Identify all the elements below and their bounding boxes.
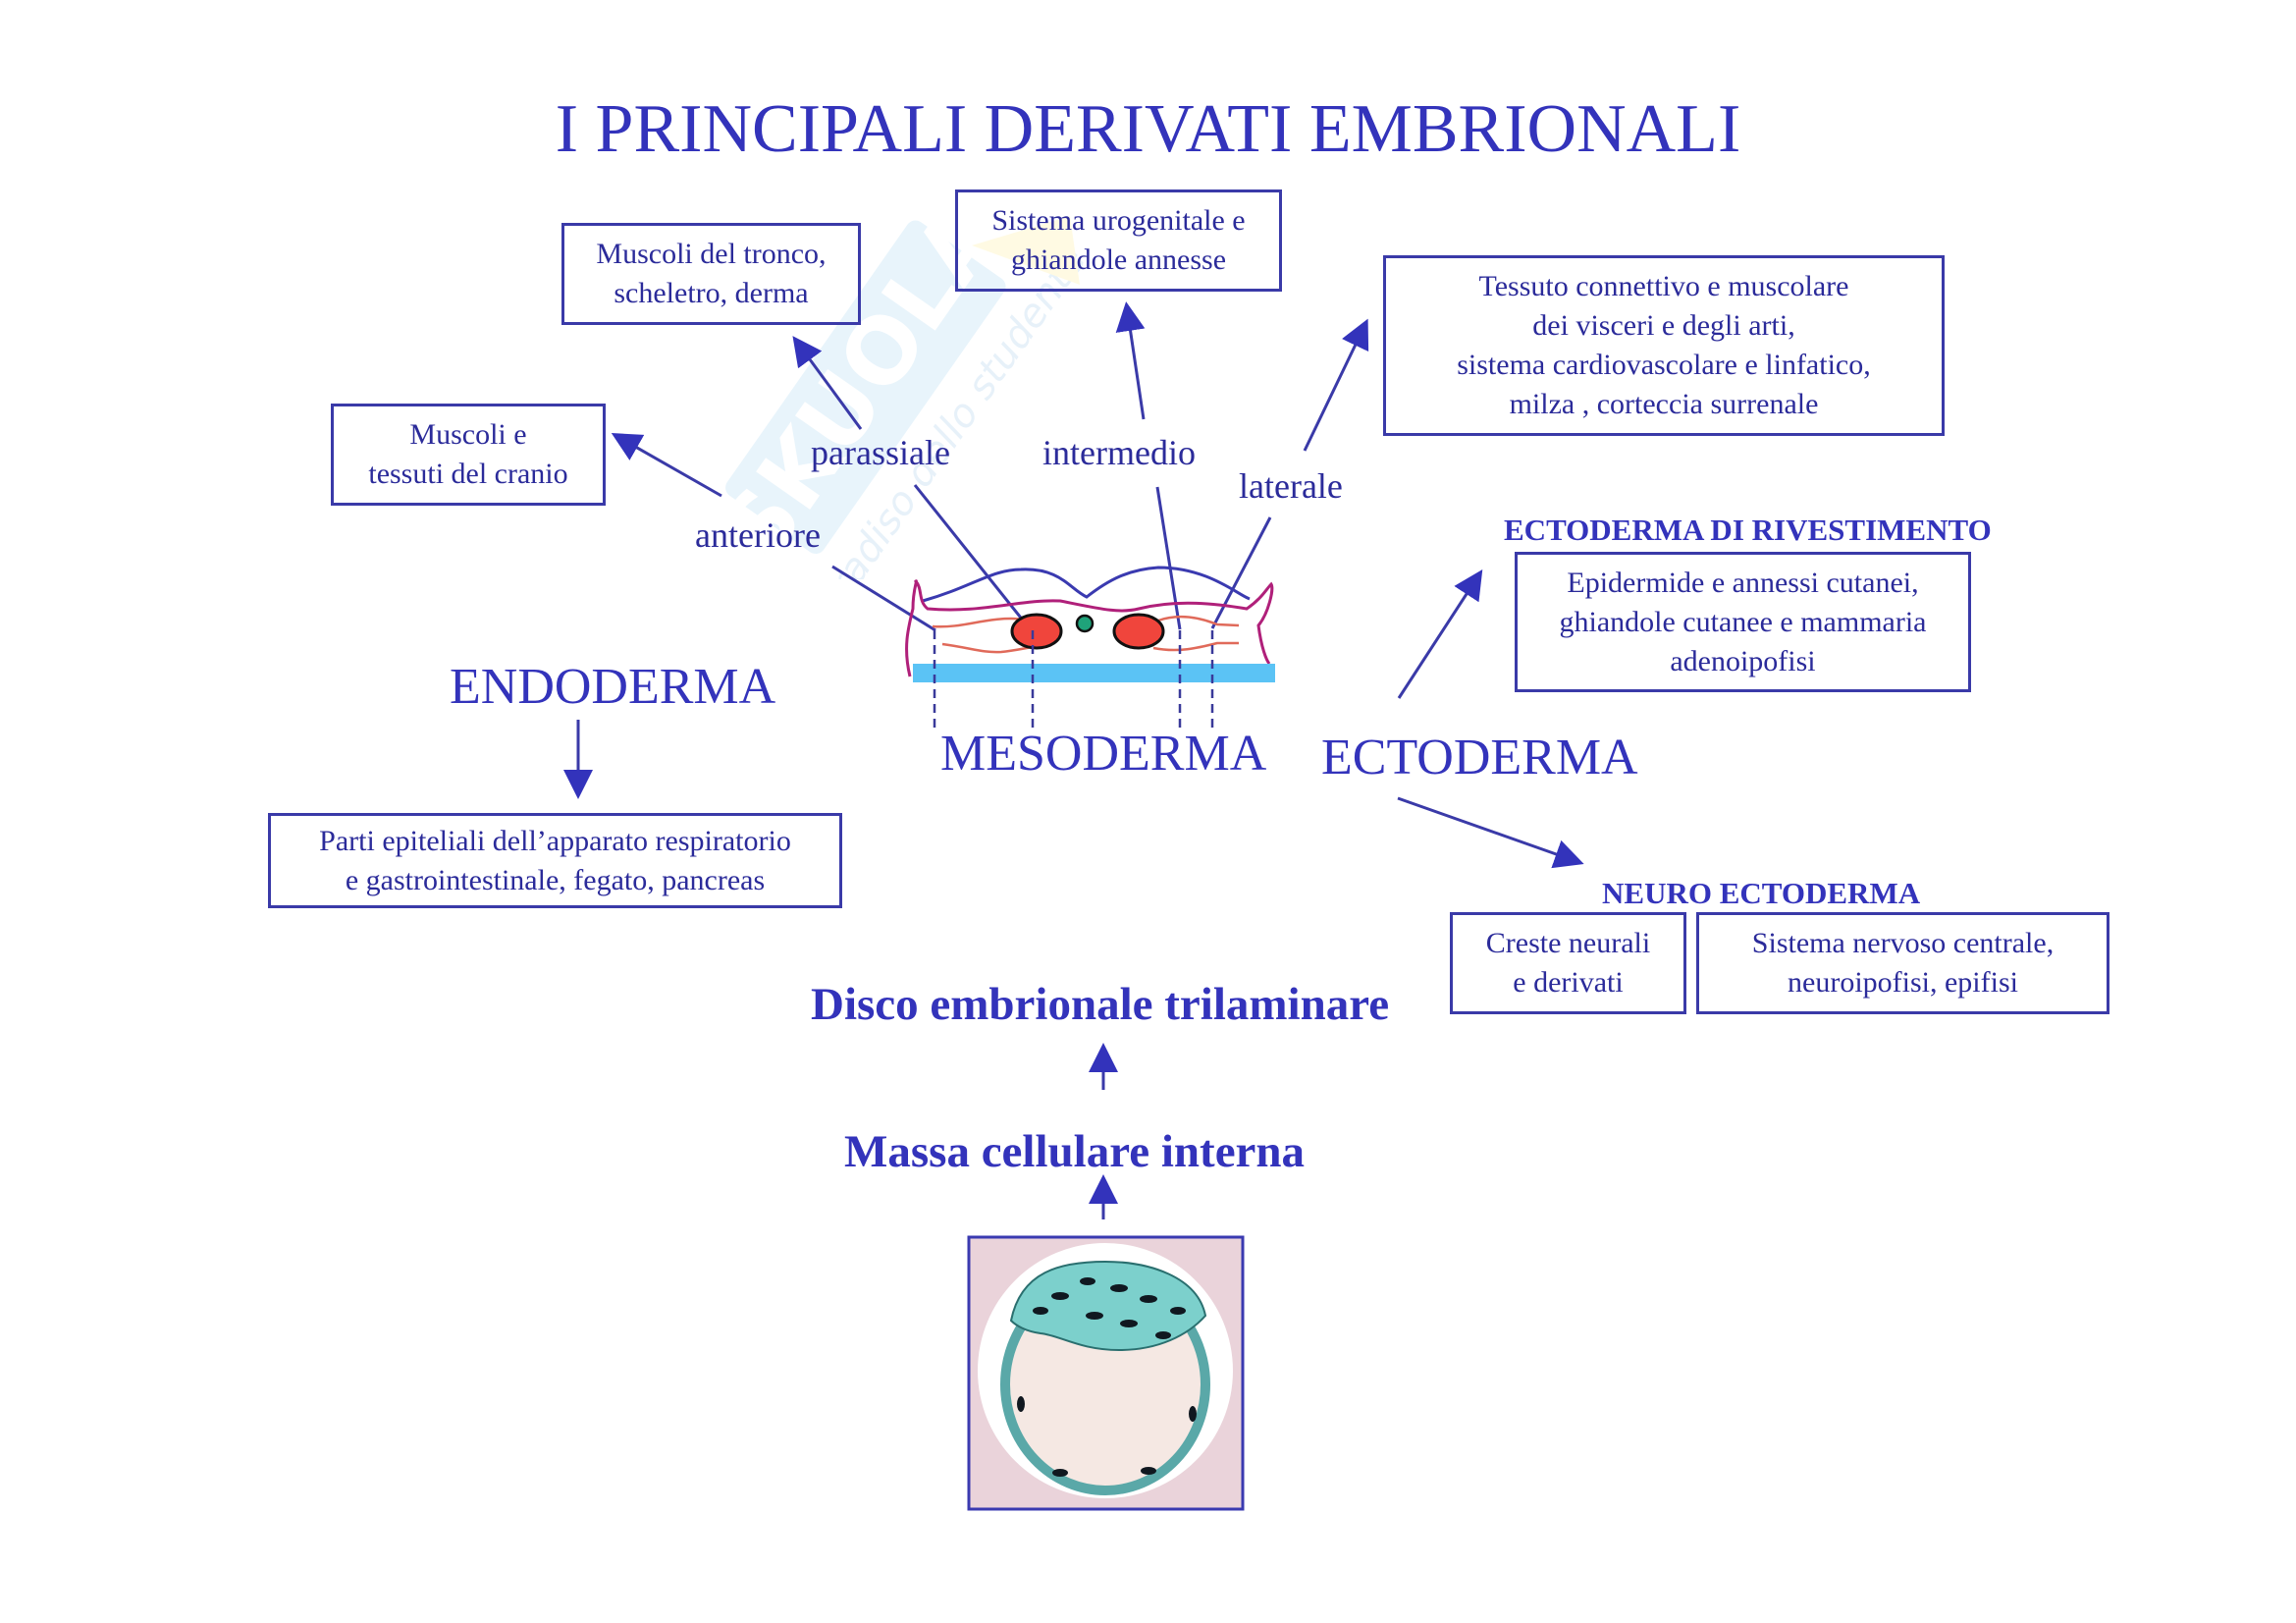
label-massa-cellulare: Massa cellulare interna <box>844 1126 1306 1177</box>
box-parassiale-derivative: Muscoli del tronco, scheletro, derma <box>561 223 861 325</box>
leader-intermedio <box>1155 486 1182 630</box>
box-ectoderm-surface-derivative: Epidermide e annessi cutanei, ghiandole … <box>1515 552 1971 692</box>
box-intermedio-derivative: Sistema urogenitale e ghiandole annesse <box>955 189 1282 292</box>
line: e gastrointestinale, fegato, pancreas <box>345 863 766 896</box>
line: ghiandole annesse <box>1010 243 1227 276</box>
label-parassiale: parassiale <box>811 433 950 472</box>
arrow-ectoderm-surface <box>1397 568 1483 699</box>
line: Tessuto connettivo e muscolare <box>1478 270 1849 302</box>
line: Sistema urogenitale e <box>991 204 1246 237</box>
line: Creste neurali <box>1485 927 1651 959</box>
leader-laterale <box>1210 516 1272 629</box>
notochord <box>1075 614 1095 633</box>
box-anteriore-derivative: Muscoli e tessuti del cranio <box>331 404 606 506</box>
line: dei visceri e degli arti, <box>1532 309 1795 342</box>
leader-parassiale <box>913 484 1034 632</box>
box-creste-neurali: Creste neurali e derivati <box>1450 912 1686 1014</box>
line: e derivati <box>1513 966 1624 999</box>
amnion-outline <box>922 566 1251 603</box>
line: Muscoli e <box>409 418 527 451</box>
blastocyst-image <box>967 1235 1245 1511</box>
box-endoderm-derivative: Parti epiteliali dell’apparato respirato… <box>268 813 842 908</box>
somite-left <box>1010 613 1063 650</box>
arrow-ectoderm-neuro <box>1397 796 1584 869</box>
line: Sistema nervoso centrale, <box>1751 927 2055 959</box>
trilaminar-disc-drawing <box>905 566 1275 731</box>
line: Parti epiteliali dell’apparato respirato… <box>319 824 791 857</box>
leader-anteriore <box>831 565 936 632</box>
heading-ectoderma-rivestimento: ECTODERMA DI RIVESTIMENTO <box>1504 513 1992 547</box>
line: milza , corteccia surrenale <box>1509 388 1819 420</box>
arrow-intermedio <box>1115 301 1146 420</box>
arrow-anteriore <box>611 433 722 498</box>
label-ectoderma: ECTODERMA <box>1321 730 1638 785</box>
inner-cell-mass <box>1009 1260 1207 1352</box>
line: Epidermide e annessi cutanei, <box>1567 566 1919 599</box>
line: adenoipofisi <box>1670 644 1816 677</box>
ectoderm-outline <box>905 579 1274 677</box>
heading-neuro-ectoderma: NEURO ECTODERMA <box>1602 876 1921 910</box>
mesoderm-line-lower-right <box>1152 641 1239 652</box>
line: Muscoli del tronco, <box>596 238 827 270</box>
line: neuroipofisi, epifisi <box>1788 966 2018 999</box>
line: scheletro, derma <box>614 277 809 309</box>
arrow-laterale <box>1303 318 1369 452</box>
box-laterale-derivative: Tessuto connettivo e muscolare dei visce… <box>1383 255 1945 436</box>
page-title: I PRINCIPALI DERIVATI EMBRIONALI <box>555 91 1741 167</box>
label-laterale: laterale <box>1239 466 1343 506</box>
line: sistema cardiovascolare e linfatico, <box>1457 349 1871 381</box>
line: tessuti del cranio <box>368 458 568 490</box>
label-endoderma: ENDODERMA <box>450 659 776 715</box>
somite-right <box>1112 613 1165 650</box>
endoderm-layer <box>913 664 1275 682</box>
line: ghiandole cutanee e mammaria <box>1559 605 1927 638</box>
mesoderm-line-upper-right <box>1157 615 1240 627</box>
label-mesoderma: MESODERMA <box>940 726 1267 782</box>
label-anteriore: anteriore <box>695 515 821 555</box>
label-disco-embrionale: Disco embrionale trilaminare <box>811 979 1390 1030</box>
label-intermedio: intermedio <box>1042 433 1196 472</box>
arrow-parassiale <box>792 336 863 430</box>
box-sistema-nervoso: Sistema nervoso centrale, neuroipofisi, … <box>1696 912 2109 1014</box>
